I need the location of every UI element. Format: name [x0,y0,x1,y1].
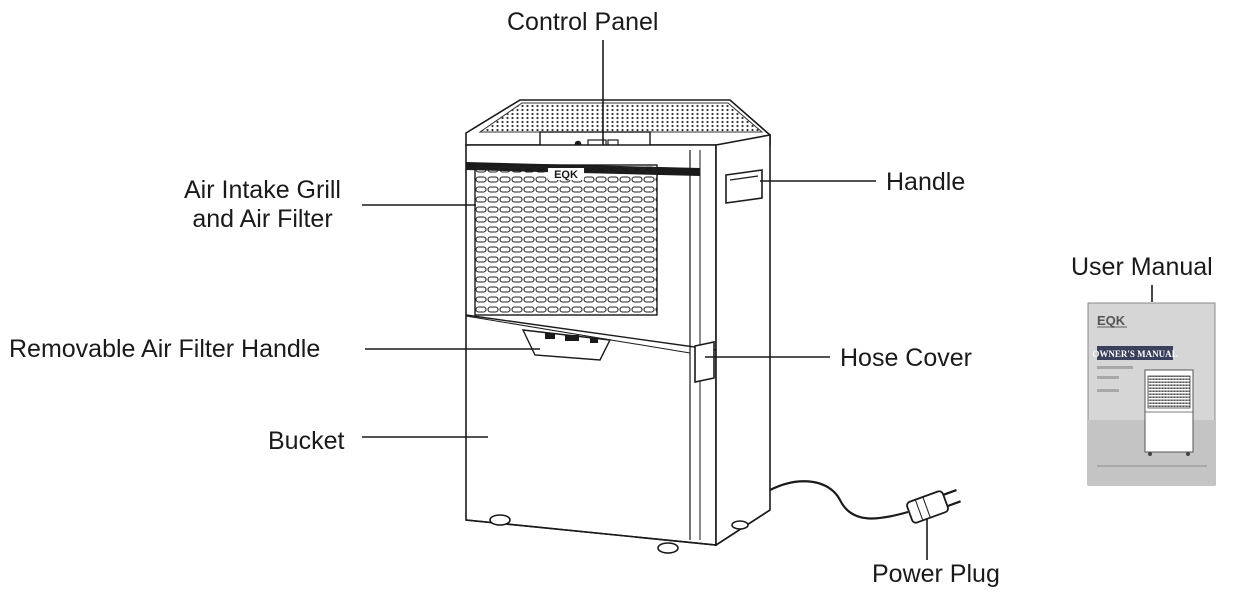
label-power-plug: Power Plug [872,560,1000,588]
dehumidifier-unit [465,99,961,554]
air-intake-grill [474,164,658,316]
hose-cover [694,341,715,383]
manual-banner [1097,346,1173,360]
label-bucket: Bucket [268,427,345,455]
label-user-manual: User Manual [1071,253,1213,281]
label-control-panel: Control Panel [507,8,659,36]
leader-lines [362,40,1153,560]
label-air-intake-line2: and Air Filter [192,205,333,233]
power-plug [906,489,961,524]
manual-title: OWNER'S MANUAL [1092,349,1177,359]
label-handle: Handle [886,168,966,196]
label-removable-filter-handle: Removable Air Filter Handle [9,335,321,363]
unit-brand: EQK [554,169,578,181]
label-air-intake: Air Intake Grill and Air Filter [160,176,365,234]
user-manual-booklet [1087,302,1216,486]
label-hose-cover: Hose Cover [840,344,972,372]
manual-brand: EQK [1097,313,1126,328]
label-air-intake-line1: Air Intake Grill [184,176,341,204]
power-cord [769,480,909,520]
filter-handle [521,329,612,361]
side-handle [725,169,763,204]
